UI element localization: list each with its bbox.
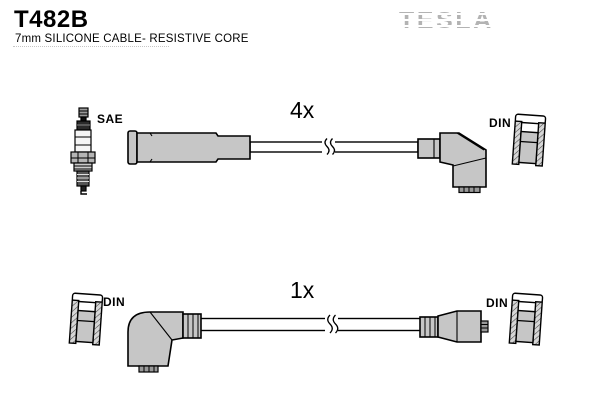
elbow-boot-icon <box>127 311 202 373</box>
straight-boot-icon <box>127 130 251 165</box>
din-socket-icon <box>68 292 104 346</box>
logo-stripe <box>397 25 501 27</box>
din-label-top-right: DIN <box>489 116 512 130</box>
sae-label: SAE <box>97 112 124 126</box>
terminal-boot-icon <box>419 310 489 343</box>
cable-break-icon-top <box>322 138 336 155</box>
cable-break-icon-bottom <box>325 314 339 334</box>
quantity-label-bottom: 1x <box>290 277 315 303</box>
subtitle-rule <box>13 46 169 47</box>
din-socket-icon <box>508 292 544 346</box>
din-socket-icon <box>511 113 547 167</box>
logo-stripe <box>397 13 501 15</box>
logo-stripe <box>397 19 501 21</box>
quantity-label-top: 4x <box>290 97 315 123</box>
part-number: T482B <box>14 6 89 33</box>
spark-plug-icon <box>70 107 96 195</box>
din-label-bottom-left: DIN <box>103 295 126 309</box>
tesla-logo: TESLA <box>397 7 501 33</box>
subtitle: 7mm SILICONE CABLE- RESISTIVE CORE <box>15 33 249 45</box>
angled-boot-icon <box>417 132 487 194</box>
din-label-bottom-right: DIN <box>486 296 509 310</box>
cable-line-bottom <box>199 317 423 332</box>
